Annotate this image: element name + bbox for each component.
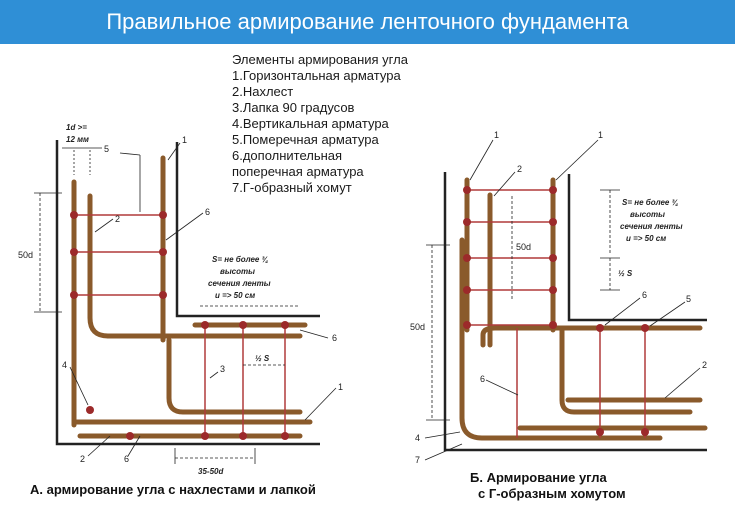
stirrups-a — [74, 214, 286, 436]
legend: Элементы армирования угла 1.Горизонтальн… — [232, 52, 408, 196]
marker: 6 — [480, 374, 485, 384]
legend-item: поперечная арматура — [232, 164, 364, 179]
label-spacing-b: S= не более ¾ — [622, 198, 679, 207]
label-d-mm: 12 мм — [66, 135, 89, 144]
stirrups-b — [467, 189, 646, 438]
label-50d-b: 50d — [516, 242, 531, 252]
formwork-inner-b — [567, 174, 707, 322]
dimensions-b — [426, 189, 620, 421]
label-spacing-b: и => 50 см — [626, 234, 666, 243]
diagram-a: 1d >= 12 мм 50d S= не более ¾ высоты сеч… — [18, 123, 343, 497]
caption-b: Б. Армирование угла — [470, 470, 608, 485]
legend-item: 2.Нахлест — [232, 84, 294, 99]
marker: 2 — [702, 360, 707, 370]
legend-item: 3.Лапка 90 градусов — [232, 100, 355, 115]
marker: 4 — [415, 433, 420, 443]
label-spacing-a: высоты — [220, 267, 255, 276]
marker: 6 — [124, 454, 129, 464]
label-50d-b: 50d — [410, 322, 425, 332]
label-half-s-a: ½ S — [255, 354, 270, 363]
marker: 5 — [104, 144, 109, 154]
leaders-a — [69, 142, 337, 457]
marker: 6 — [332, 333, 337, 343]
label-d: 1d >= — [66, 123, 87, 132]
marker: 2 — [80, 454, 85, 464]
formwork-inner-a — [175, 142, 320, 318]
marker: 2 — [517, 164, 522, 174]
formwork-outer-b — [443, 172, 707, 452]
page-title: Правильное армирование ленточного фундам… — [0, 0, 735, 44]
joints-a — [70, 211, 289, 440]
horizontal-rebars-a — [71, 322, 313, 439]
marker: 6 — [205, 207, 210, 217]
formwork-outer-a — [55, 140, 320, 446]
marker: 1 — [182, 135, 187, 145]
dimensions-a — [34, 147, 300, 464]
marker: 4 — [62, 360, 67, 370]
marker: 6 — [642, 290, 647, 300]
legend-item: 6.дополнительная — [232, 148, 343, 163]
marker: 1 — [598, 130, 603, 140]
legend-item: 5.Померечная арматура — [232, 132, 379, 147]
legend-item: 1.Горизонтальная арматура — [232, 68, 401, 83]
label-half-s-b: ½ S — [618, 269, 633, 278]
marker: 7 — [415, 455, 420, 465]
leaders-b — [424, 139, 701, 461]
vertical-rebars-a — [71, 155, 303, 428]
legend-heading: Элементы армирования угла — [232, 52, 408, 67]
label-spacing-b: высоты — [630, 210, 665, 219]
label-50d-a: 50d — [18, 250, 33, 260]
caption-a: А. армирование угла с нахлестами и лапко… — [30, 482, 316, 497]
joints-b — [463, 186, 649, 436]
label-spacing-a: сечения ленты — [208, 279, 271, 288]
legend-item: 7.Г-образный хомут — [232, 180, 352, 195]
label-spacing-a: S= не более ¾ — [212, 255, 269, 264]
marker: 3 — [220, 364, 225, 374]
caption-b: с Г-образным хомутом — [478, 486, 626, 501]
label-spacing-b: сечения ленты — [620, 222, 683, 231]
marker: 1 — [338, 382, 343, 392]
marker: 5 — [686, 294, 691, 304]
legend-item: 4.Вертикальная арматура — [232, 116, 389, 131]
marker: 1 — [494, 130, 499, 140]
diagram-b: 50d 50d S= не более ¾ высоты сечения лен… — [410, 130, 708, 501]
label-spacing-a: и => 50 см — [215, 291, 255, 300]
horizontal-rebars-b — [480, 325, 708, 431]
label-overlap: 35-50d — [198, 467, 224, 476]
marker: 2 — [115, 214, 120, 224]
